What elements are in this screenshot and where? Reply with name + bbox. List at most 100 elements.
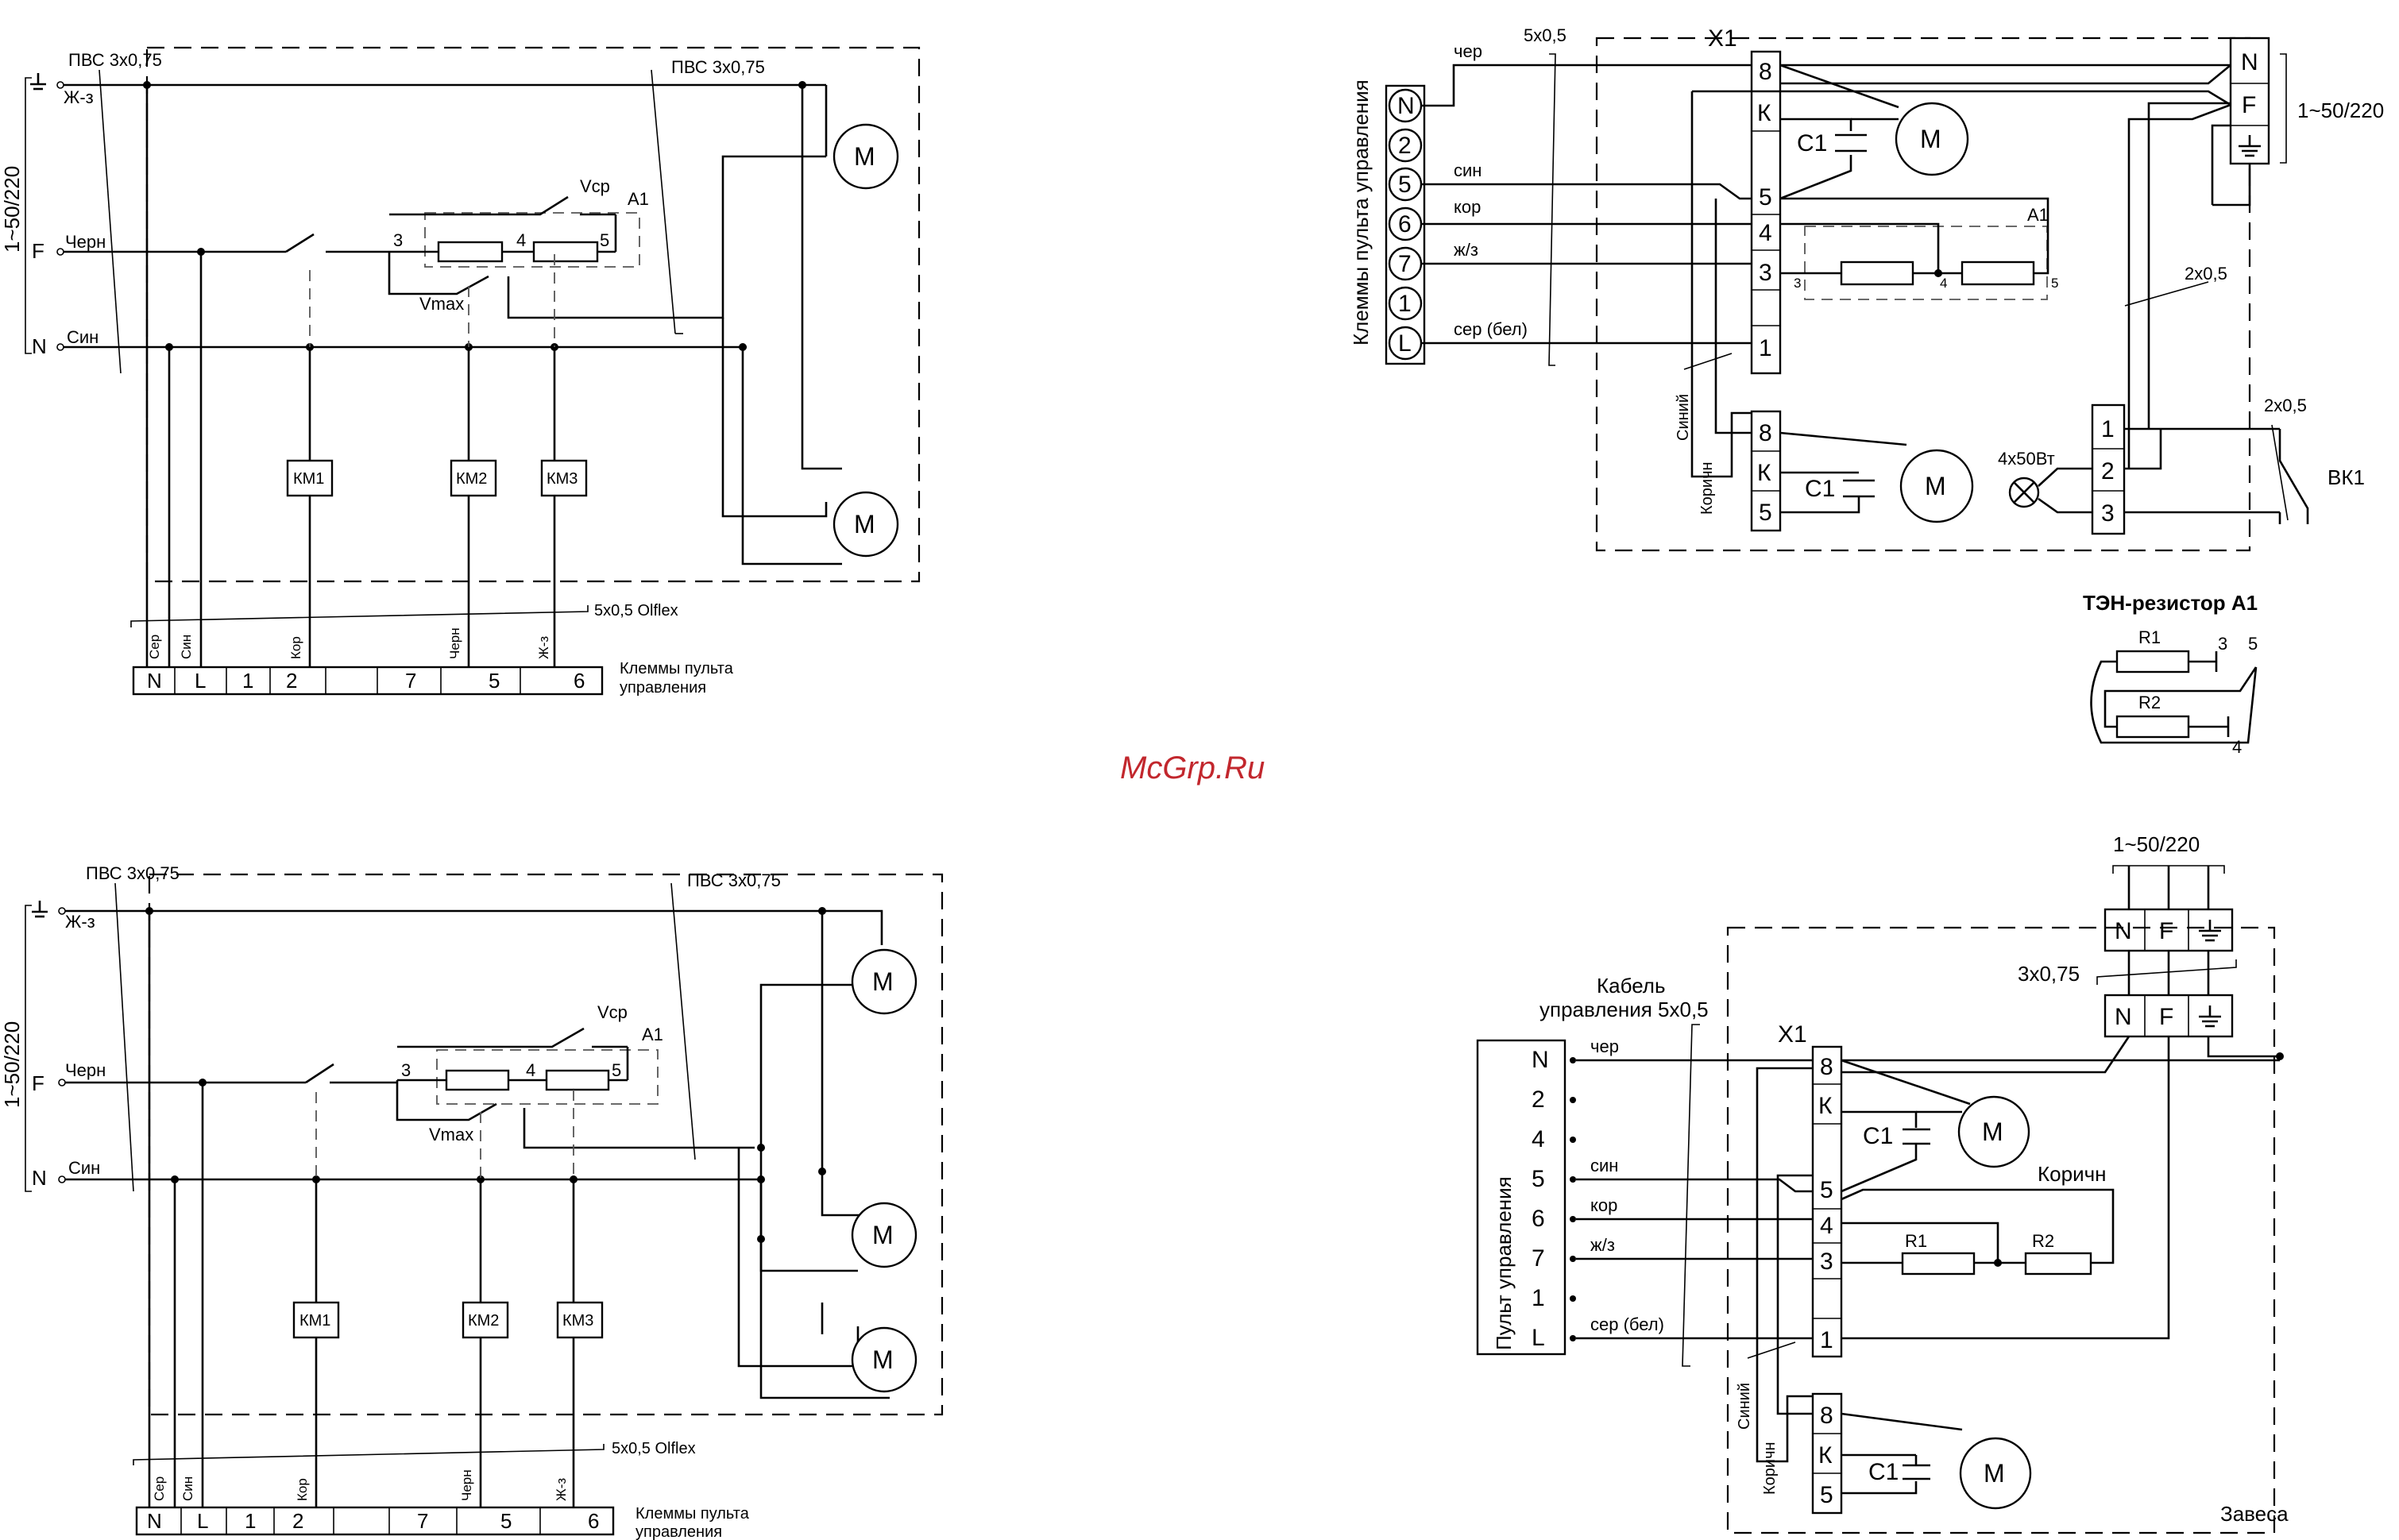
wire-brown: кор [1454,197,1481,217]
svg-text:5: 5 [500,1509,512,1533]
wire-yellow-green: ж/з [1454,240,1478,260]
cable-label: 5х0,5 [1524,25,1566,45]
svg-text:1: 1 [1398,291,1412,317]
svg-text:8: 8 [1759,420,1772,446]
svg-text:3: 3 [1820,1249,1833,1275]
svg-text:1: 1 [2101,416,2115,442]
motor-2: M [851,1202,917,1268]
unit-label: Завеса [2220,1502,2289,1526]
svg-text:5: 5 [2248,634,2258,654]
diagram-top-left: 1~50/220 Ж-з ПВС 3х0,75 F Черн N Син 3 [0,46,921,697]
motor2-terminal-strip: 8 К 5 [1750,410,1782,532]
svg-text:N: N [2115,918,2132,944]
control-cable-label: 5х0,5 Olflex [594,602,678,619]
motor-1: M [851,948,917,1015]
brown-label: Коричн [2038,1162,2107,1186]
svg-text:К: К [1818,1442,1833,1469]
svg-text:F: F [2159,1004,2173,1030]
switch-label: ВК1 [2328,465,2365,489]
x1-label: X1 [1708,25,1737,52]
cable-motor-label: ПВС 3х0,75 [671,57,765,77]
x1-terminal-strip: 8 К 5 4 3 1 [1750,50,1782,375]
line-n-label: N [32,1166,47,1190]
svg-text:1: 1 [245,1509,256,1533]
motor-3: M [851,1326,917,1393]
c1-label-2: C1 [1868,1459,1899,1485]
svg-text:8: 8 [1820,1054,1833,1080]
svg-text:4: 4 [1820,1213,1833,1239]
terminals-caption-2: управления [620,679,706,697]
svg-text:КМ3: КМ3 [547,470,578,488]
svg-text:Ж-з: Ж-з [536,636,551,659]
motor-1: M [833,123,899,190]
wire-yellow-green: ж/з [1590,1235,1615,1255]
lamp-label: 4х50Вт [1998,449,2055,469]
motor-1: M [1895,102,1969,176]
svg-text:5: 5 [1398,172,1412,198]
svg-text:M: M [872,1345,894,1374]
wire-grey: сер (бел) [1454,319,1528,339]
motor-2: M [1959,1437,2032,1510]
pin-5: 5 [612,1060,621,1080]
wire-blue-label: Синий [1736,1383,1753,1430]
svg-text:7: 7 [1398,251,1412,277]
svg-text:Сер: Сер [147,635,162,659]
x1-terminal-strip: 8 К 5 4 3 1 [1811,1045,1843,1358]
svg-text:2: 2 [292,1509,303,1533]
ground-icon [2239,135,2261,157]
wire-grey: сер (бел) [1590,1314,1664,1334]
svg-text:2: 2 [1398,133,1412,159]
svg-text:L: L [197,1509,208,1533]
ground-icon [2199,920,2221,942]
r2-label: R2 [2032,1231,2054,1251]
vcp-label: Vср [597,1002,628,1022]
svg-text:6: 6 [588,1509,599,1533]
svg-text:7: 7 [405,669,416,693]
svg-text:M: M [872,967,894,996]
svg-text:Ж-з: Ж-з [554,1478,569,1501]
svg-text:7: 7 [417,1509,428,1533]
motor2-terminal-strip: 8 К 5 [1811,1392,1843,1515]
supply-label: 1~50/220 [2297,98,2384,122]
diagram-top-right: Клеммы пульта управления N 2 5 6 7 1 L ч… [1349,25,2384,552]
cable-title-2: управления 5х0,5 [1539,998,1709,1021]
vertical-caption: Клеммы пульта управления [1349,79,1373,345]
pin-3: 3 [401,1060,411,1080]
wire-brown-label: Коричн [1698,461,1716,515]
terminals-caption-1: Клеммы пульта [620,660,734,677]
terminals-caption-2: управления [635,1523,722,1540]
svg-text:Кор: Кор [288,636,303,659]
terminal-strip: N L 1 2 7 5 6 [135,1506,615,1536]
cable2-label: 2х0,5 [2185,264,2227,284]
svg-text:КМ1: КМ1 [293,470,324,488]
panel-terminals: N 2 5 6 7 1 L [1388,88,1423,361]
ten-title: ТЭН-резистор А1 [2083,591,2258,615]
a1-label: A1 [642,1025,663,1044]
ground-icon [30,73,46,91]
svg-text:N: N [147,669,162,693]
ground-icon [2199,1005,2221,1028]
diagram-bottom-left: 1~50/220 Ж-з ПВС 3х0,75 F Черн N Син 3 4… [0,863,944,1540]
relay-km2: КМ2 [462,1301,509,1339]
svg-text:N: N [147,1509,162,1533]
svg-text:4: 4 [2232,737,2242,757]
pin-5: 5 [600,230,609,250]
svg-text:6: 6 [1398,211,1412,237]
line-f-label: F [32,239,44,263]
ground-icon [32,901,48,918]
svg-text:N: N [1397,93,1415,119]
svg-text:3: 3 [1759,260,1772,286]
vmax-label: Vmax [419,294,464,314]
wire-black: чер [1590,1036,1619,1056]
svg-text:N: N [2241,49,2258,75]
svg-text:К: К [1757,460,1771,486]
wire-blue-label: Синий [1675,394,1692,441]
svg-text:Кор: Кор [295,1478,310,1501]
svg-text:M: M [854,510,875,538]
svg-text:1: 1 [1759,335,1772,361]
wire-black: чер [1454,41,1482,61]
svg-text:Сер: Сер [152,1476,167,1501]
wire-blue: син [1454,160,1482,180]
motor-2: M [833,491,899,558]
